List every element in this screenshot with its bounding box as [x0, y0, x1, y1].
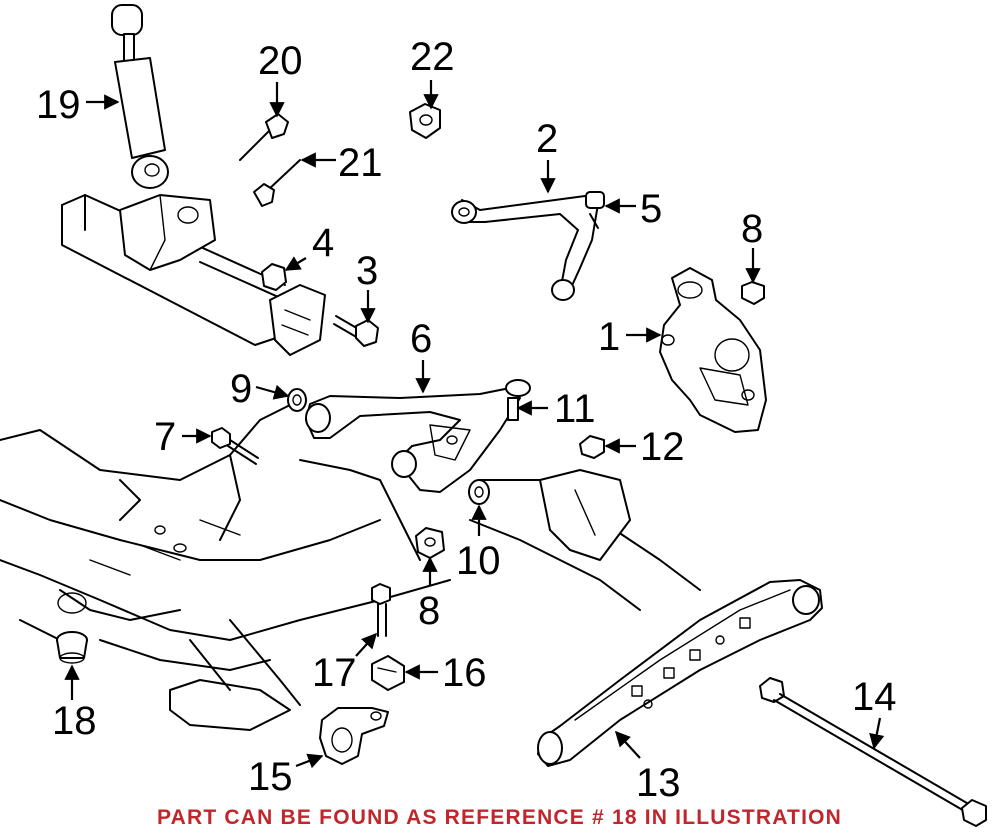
bolt-7 [211, 427, 259, 465]
bolt-3 [333, 315, 379, 347]
bolt-20 [239, 113, 289, 161]
frame-crossmember [0, 194, 701, 731]
callout-22: 22 [410, 35, 455, 79]
callout-20: 20 [258, 39, 303, 83]
callout-18: 18 [52, 699, 97, 743]
callout-1: 1 [598, 315, 620, 359]
lower-link-13 [537, 579, 823, 767]
steering-knuckle [659, 267, 767, 433]
nut-8-lower [415, 527, 445, 559]
bolt-21 [253, 159, 301, 207]
clip-16 [371, 655, 405, 691]
washer-9 [287, 388, 307, 412]
bushing-18 [56, 631, 88, 664]
bolt-17 [371, 583, 391, 637]
callout-2: 2 [536, 117, 558, 161]
callout-13: 13 [636, 761, 681, 805]
callout-7: 7 [154, 415, 176, 459]
callout-9: 9 [230, 367, 252, 411]
callout-5: 5 [640, 187, 662, 231]
callout-15: 15 [248, 755, 293, 799]
callout-4: 4 [312, 221, 334, 265]
callout-6: 6 [410, 317, 432, 361]
nut-8-upper [741, 281, 765, 305]
callout-12: 12 [640, 425, 685, 469]
callout-16: 16 [442, 651, 487, 695]
callout-labels: 1 2 3 4 5 6 7 8 8 9 10 11 12 13 14 15 16… [36, 35, 897, 805]
mount-15 [319, 707, 389, 765]
callout-19: 19 [36, 83, 81, 127]
lower-control-arm [305, 379, 531, 493]
stud-11 [507, 397, 519, 421]
upper-control-arm [451, 191, 605, 301]
nut-4 [261, 263, 287, 291]
shock-absorber [111, 4, 169, 189]
callout-21: 21 [338, 141, 383, 185]
reference-notice: PART CAN BE FOUND AS REFERENCE # 18 IN I… [156, 806, 843, 829]
callout-11: 11 [554, 387, 596, 431]
tie-rod-14 [759, 677, 987, 827]
washer-10 [468, 479, 490, 505]
nut-12 [579, 435, 605, 459]
nut-22 [409, 103, 441, 139]
callout-10: 10 [456, 539, 501, 583]
callout-3: 3 [356, 249, 378, 293]
callout-14: 14 [852, 675, 897, 719]
callout-8-upper: 8 [741, 207, 763, 251]
leader-lines [64, 80, 885, 769]
callout-17: 17 [312, 651, 357, 695]
callout-8-lower: 8 [418, 589, 440, 633]
